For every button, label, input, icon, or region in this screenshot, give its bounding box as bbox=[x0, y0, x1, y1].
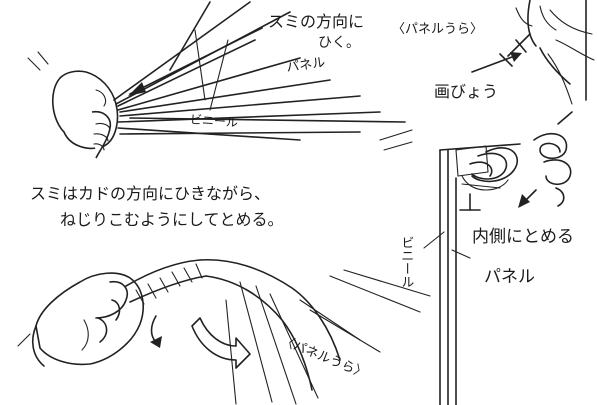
twisted-rope bbox=[125, 258, 431, 405]
hand-top-left bbox=[27, 51, 119, 159]
leader-lines-right bbox=[423, 231, 471, 259]
label-thumbtack: 画びょう bbox=[434, 82, 499, 101]
label-panel-right: パネル bbox=[484, 267, 535, 287]
instruction-line-1: スミはカドの方向にひきながら、 bbox=[30, 184, 271, 203]
vinyl-coil bbox=[459, 147, 519, 211]
hand-bottom-left bbox=[17, 272, 144, 367]
curved-arrow-bottom bbox=[191, 317, 251, 369]
panel-edge-right bbox=[439, 143, 521, 405]
twist-spiral bbox=[518, 111, 573, 208]
twist-arrow-small bbox=[150, 315, 162, 348]
label-pull-verb: ひく。 bbox=[318, 35, 360, 51]
instruction-line-2: ねじりこむようにしてとめる。 bbox=[60, 210, 284, 229]
label-pull-direction: スミの方向に bbox=[268, 12, 365, 31]
pull-arrow-top bbox=[128, 27, 263, 96]
label-vinyl-vertical: ビニール bbox=[398, 236, 414, 288]
thumbtack-top-right bbox=[471, 0, 595, 105]
label-panel-back-top: 〈パネルうら〉 bbox=[392, 22, 484, 37]
label-fasten-inside: 内側にとめる bbox=[472, 227, 574, 247]
vinyl-strands-top bbox=[113, 1, 413, 151]
label-vinyl-top: ビニール bbox=[189, 112, 239, 130]
